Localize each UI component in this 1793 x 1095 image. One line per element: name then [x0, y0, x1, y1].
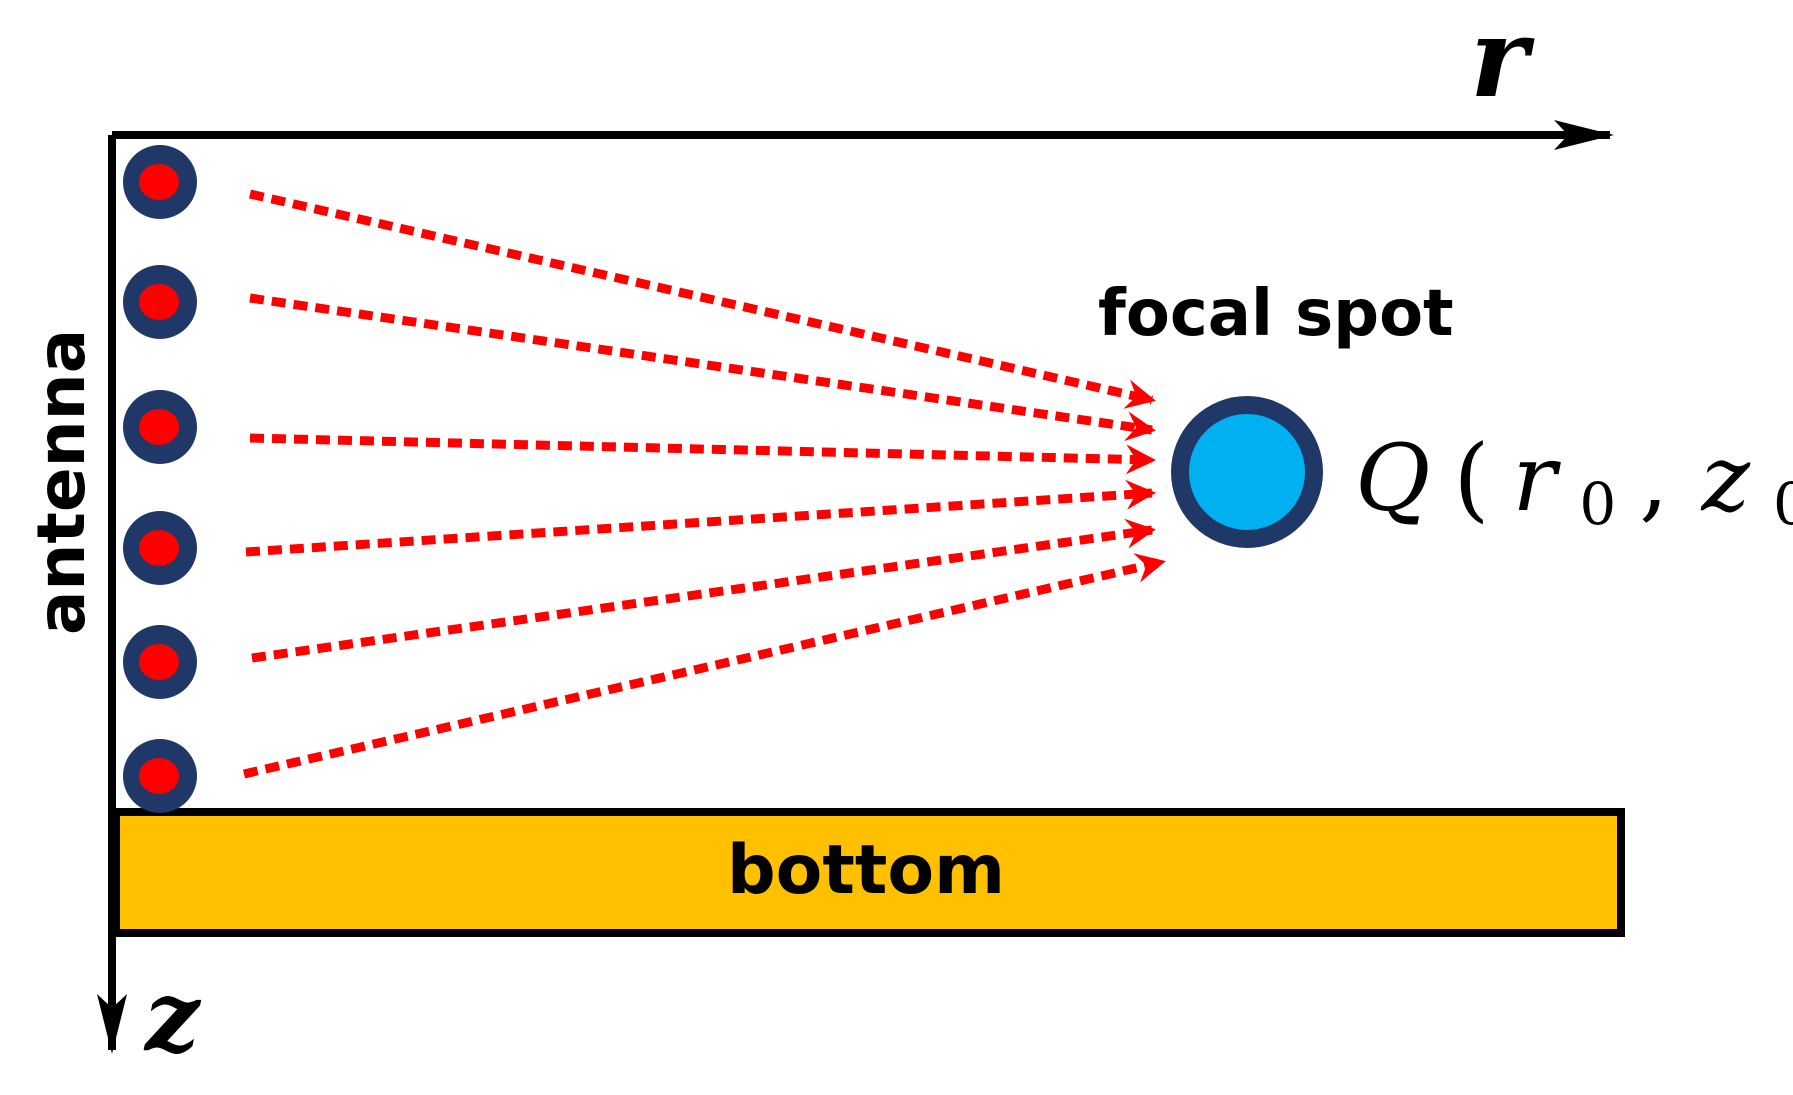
focal-spot: [1171, 396, 1323, 548]
beam: [251, 518, 1156, 663]
beam: [242, 553, 1166, 779]
bottom-label: bottom: [727, 831, 1005, 910]
beam: [249, 433, 1156, 475]
focal-coordinate-label: Q ( r 0 , z 0 ): [1355, 425, 1793, 544]
z-axis-label: z: [143, 960, 202, 1073]
antenna-element: [123, 390, 197, 464]
antenna-element: [123, 511, 197, 585]
r-axis-label: r: [1470, 0, 1535, 122]
open-paren: (: [1453, 425, 1489, 532]
antenna-array: [123, 145, 197, 813]
r-subscript: 0: [1579, 470, 1616, 538]
separator: ,: [1639, 425, 1668, 532]
z-subscript: 0: [1773, 470, 1793, 538]
antenna-element: [123, 739, 197, 813]
r-symbol: r: [1512, 425, 1561, 532]
antenna-element: [123, 265, 197, 339]
z-symbol: z: [1700, 425, 1750, 532]
point-symbol: Q: [1355, 425, 1430, 532]
beam: [249, 293, 1156, 442]
focused-beams: [242, 189, 1166, 779]
beam: [248, 189, 1156, 409]
focal-spot-label: focal spot: [1098, 277, 1454, 351]
antenna-element: [123, 625, 197, 699]
beam: [245, 479, 1156, 557]
antenna-label: antenna: [23, 329, 100, 635]
antenna-element: [123, 145, 197, 219]
